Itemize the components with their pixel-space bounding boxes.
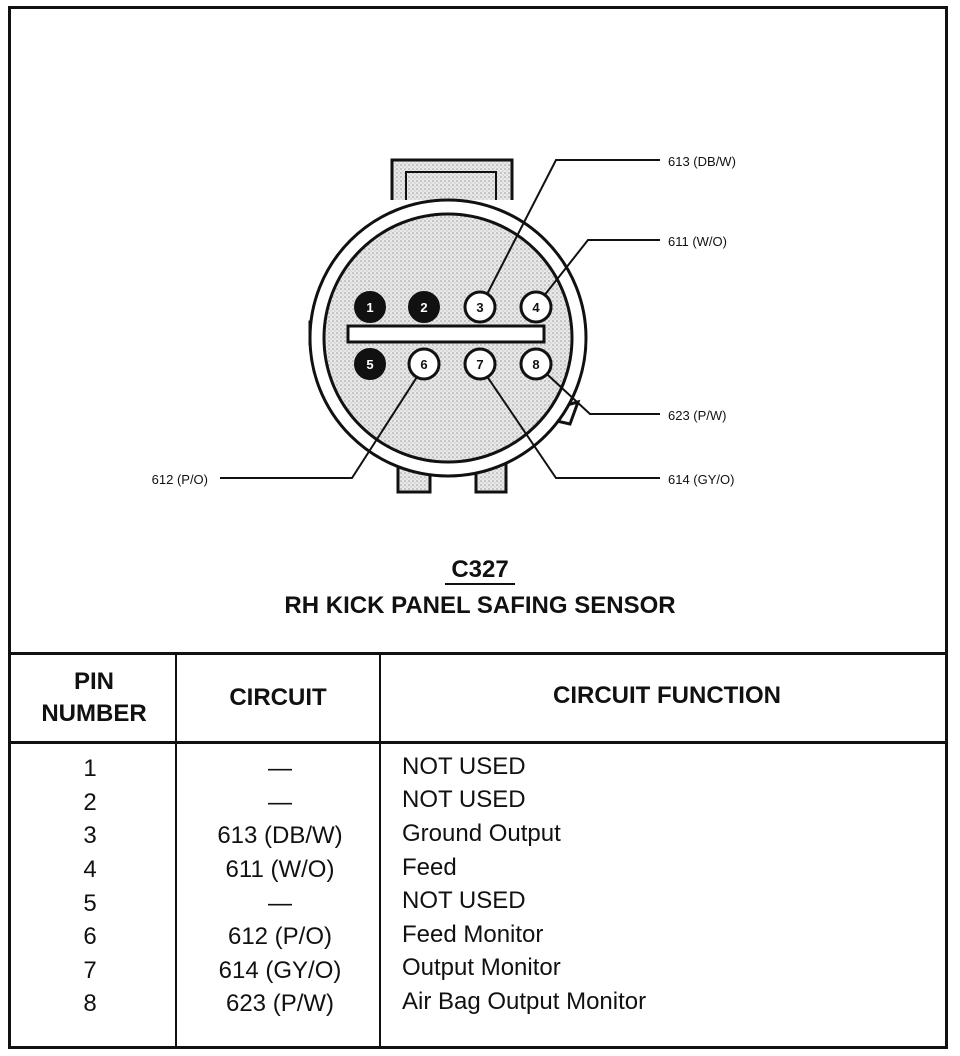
leader-line-pin-8 xyxy=(535,363,660,415)
pin-7-label: 7 xyxy=(476,357,483,372)
pin-3: 3 xyxy=(463,290,497,324)
header-circuit: CIRCUIT xyxy=(229,684,327,711)
row-function: Output Monitor xyxy=(402,954,561,981)
row-function: NOT USED xyxy=(402,753,526,780)
table-column-divider-1 xyxy=(175,655,177,1046)
pin-7: 7 xyxy=(463,347,497,381)
pin-4-label: 4 xyxy=(532,300,540,315)
row-function: Feed Monitor xyxy=(402,921,544,948)
row-function: NOT USED xyxy=(402,786,526,813)
wire-label-pin-7: 614 (GY/O) xyxy=(668,472,734,487)
connector-name: RH KICK PANEL SAFING SENSOR xyxy=(284,592,676,619)
leader-line-pin-4 xyxy=(535,239,660,307)
row-function: Ground Output xyxy=(402,820,561,847)
connector-code-text: C327 xyxy=(445,556,515,585)
pin-6: 6 xyxy=(407,347,441,381)
row-pin: 8 xyxy=(83,990,97,1017)
table-column-divider-2 xyxy=(379,655,381,1046)
table-header-rule xyxy=(8,741,948,744)
connector-diagram: 1 2 3 4 5 6 7 8 613 (DB/W) 611 (W/O) 623… xyxy=(152,154,736,494)
pin-2-label: 2 xyxy=(420,300,427,315)
pin-3-label: 3 xyxy=(476,300,483,315)
header-pin-line2: NUMBER xyxy=(41,700,147,727)
connector-code: C327 xyxy=(0,556,960,585)
pin-2: 2 xyxy=(408,291,440,323)
header-pin-number: PIN NUMBER xyxy=(14,666,174,730)
pin-8-label: 8 xyxy=(532,357,539,372)
row-circuit: 612 (P/O) xyxy=(227,923,333,950)
pin-1-label: 1 xyxy=(366,300,373,315)
connector-housing xyxy=(308,158,588,494)
row-circuit: 613 (DB/W) xyxy=(217,822,343,849)
row-pin: 7 xyxy=(83,957,97,984)
row-function: NOT USED xyxy=(402,887,526,914)
row-circuit: — xyxy=(268,890,292,917)
leader-line-pin-3 xyxy=(479,159,660,309)
row-pin: 1 xyxy=(83,755,97,782)
row-circuit: — xyxy=(268,789,292,816)
row-pin: 3 xyxy=(83,822,97,849)
pin-4: 4 xyxy=(519,290,553,324)
header-pin-line1: PIN xyxy=(73,668,114,695)
pin-6-label: 6 xyxy=(420,357,427,372)
wire-label-pin-4: 611 (W/O) xyxy=(668,234,727,249)
wire-label-pin-6: 612 (P/O) xyxy=(152,472,208,487)
row-pin: 6 xyxy=(83,923,97,950)
row-pin: 4 xyxy=(83,856,97,883)
row-circuit: 611 (W/O) xyxy=(225,856,335,883)
leader-line-pin-6 xyxy=(220,365,425,479)
wire-label-pin-3: 613 (DB/W) xyxy=(668,154,736,169)
row-function: Feed xyxy=(402,854,457,881)
row-pin: 5 xyxy=(83,890,97,917)
pin-1: 1 xyxy=(354,291,386,323)
wire-label-pin-8: 623 (P/W) xyxy=(668,408,727,423)
diagram-frame xyxy=(8,6,948,1049)
leader-lines xyxy=(220,159,660,479)
pin-8: 8 xyxy=(519,347,553,381)
header-circuit-function: CIRCUIT FUNCTION xyxy=(553,682,781,709)
leader-line-pin-7 xyxy=(479,365,660,479)
pin-5-label: 5 xyxy=(366,357,373,372)
row-pin: 2 xyxy=(83,789,97,816)
table-top-rule xyxy=(8,652,948,655)
row-circuit: — xyxy=(268,755,292,782)
pin-5: 5 xyxy=(354,348,386,380)
row-circuit: 614 (GY/O) xyxy=(218,957,342,984)
row-function: Air Bag Output Monitor xyxy=(402,988,647,1015)
row-circuit: 623 (P/W) xyxy=(225,990,335,1017)
